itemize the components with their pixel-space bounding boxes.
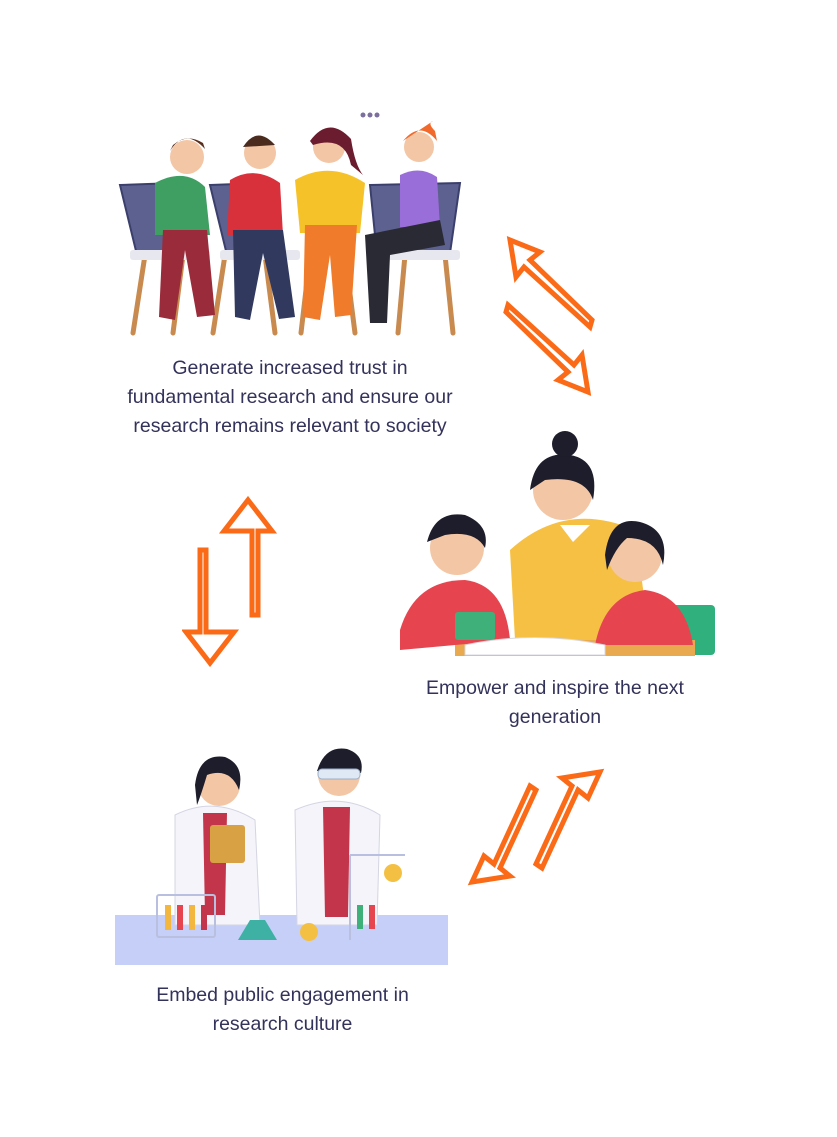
double-arrow-icon — [467, 768, 605, 886]
caption-line: Generate increased trust in — [172, 357, 408, 379]
step-1-caption: Generate increased trust in fundamental … — [100, 354, 480, 441]
caption-line: generation — [508, 706, 602, 728]
teacher-children-illustration — [400, 431, 715, 656]
caption-line: fundamental research and ensure our — [127, 386, 453, 408]
lab-scientists-illustration — [115, 748, 448, 965]
double-arrow-icon — [182, 495, 278, 668]
double-arrow-icon — [503, 236, 595, 396]
caption-line: research remains relevant to society — [133, 415, 447, 437]
step-2-caption: Empower and inspire the next generation — [400, 674, 710, 732]
group-meeting-illustration — [118, 112, 462, 336]
caption-line: Empower and inspire the next — [426, 677, 684, 699]
caption-line: Embed public engagement in — [156, 984, 409, 1006]
caption-line: research culture — [212, 1013, 353, 1035]
step-3-caption: Embed public engagement in research cult… — [115, 981, 450, 1039]
